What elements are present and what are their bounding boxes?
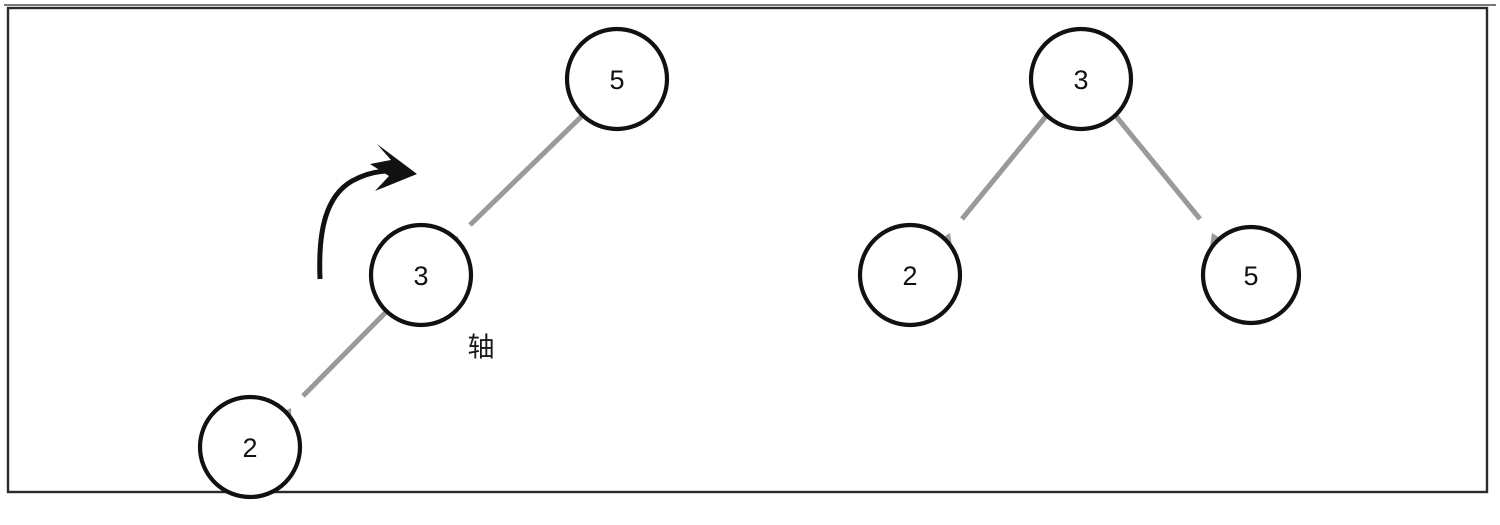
node-5-before[interactable]: 5 xyxy=(564,26,670,132)
node-label: 3 xyxy=(413,261,428,291)
edge-3-to-2-after-line xyxy=(960,113,1049,221)
node-label: 5 xyxy=(609,65,624,95)
node-label: 2 xyxy=(902,261,917,291)
rotation-arrow xyxy=(317,144,417,280)
node-circle[interactable] xyxy=(197,394,303,500)
node-label: 5 xyxy=(1243,261,1258,291)
node-2-after[interactable]: 2 xyxy=(857,222,963,328)
node-label: 3 xyxy=(1073,65,1088,95)
node-circle[interactable] xyxy=(857,222,963,328)
node-label: 2 xyxy=(242,433,257,463)
node-circle[interactable] xyxy=(1028,26,1134,132)
pivot-axis-label: 轴 xyxy=(468,333,495,364)
figure-border xyxy=(6,6,1489,494)
edge-3-to-2-line xyxy=(301,309,389,398)
node-2-before[interactable]: 2 xyxy=(197,394,303,500)
edge-3-to-5-after-line xyxy=(1113,113,1202,221)
rotation-arrow-head xyxy=(370,144,417,191)
node-circle[interactable] xyxy=(1200,224,1302,326)
node-5-after[interactable]: 5 xyxy=(1200,224,1302,326)
node-circle[interactable] xyxy=(368,222,474,328)
panel-before-rotation: 5 3 2 轴 xyxy=(197,26,670,500)
edge-5-to-3-line xyxy=(468,113,585,227)
node-3-before[interactable]: 3 xyxy=(368,222,474,328)
node-3-after[interactable]: 3 xyxy=(1028,26,1134,132)
node-circle[interactable] xyxy=(564,26,670,132)
panel-after-rotation: 3 2 5 xyxy=(857,26,1302,328)
